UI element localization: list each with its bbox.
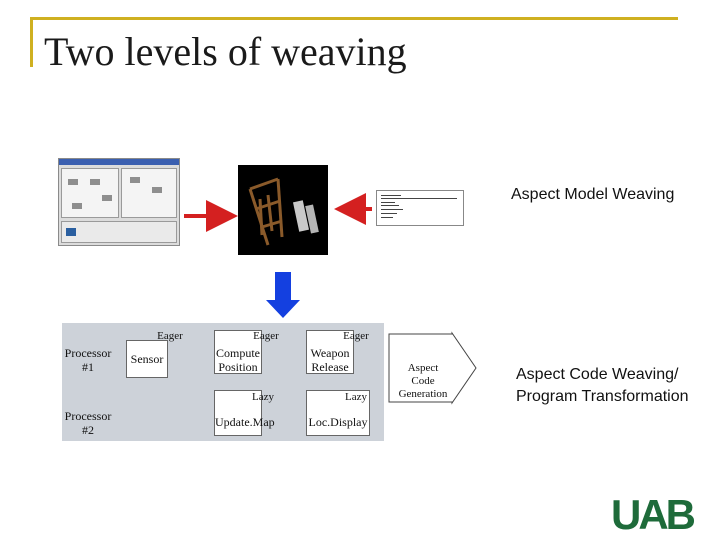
- processor-2-label: Processor #2: [64, 409, 112, 437]
- eager-label-sensor: Eager: [157, 330, 183, 342]
- code-document-thumbnail: [376, 190, 464, 226]
- uab-logo-text: UAB: [611, 494, 695, 532]
- compute-position-node: Compute Position: [214, 330, 262, 374]
- thumb-node: [68, 179, 78, 185]
- eager-label-weapon: Eager: [343, 330, 369, 342]
- thumb-model-pane: [61, 168, 119, 218]
- aspect-model-weaving-label: Aspect Model Weaving: [511, 186, 675, 203]
- thumb-title-bar: [59, 159, 179, 165]
- thumb-node: [72, 203, 82, 209]
- processor-1-label: Processor #1: [64, 346, 112, 374]
- weapon-release-node: Weapon Release: [306, 330, 354, 374]
- aspect-code-weaving-label: Aspect Code Weaving/: [516, 366, 679, 383]
- lazy-label-update: Lazy: [252, 391, 274, 403]
- thumb-node: [152, 187, 162, 193]
- thumb-node: [130, 177, 140, 183]
- thumb-icon: [66, 228, 76, 236]
- slide-title: Two levels of weaving: [44, 29, 407, 74]
- thumb-node: [102, 195, 112, 201]
- sensor-node: Sensor: [126, 340, 168, 378]
- program-transformation-label: Program Transformation: [516, 388, 689, 405]
- lazy-label-loc: Lazy: [345, 391, 367, 403]
- thumb-model-pane-2: [121, 168, 177, 218]
- eager-label-compute: Eager: [253, 330, 279, 342]
- blue-down-arrow: [266, 272, 300, 318]
- uab-logo: UAB: [611, 491, 711, 538]
- loc-display-node: Loc.Display: [306, 390, 370, 436]
- 3d-weapon-render: [238, 165, 328, 255]
- modeling-tool-screenshot: [58, 158, 180, 246]
- hollow-generation-arrow: [388, 331, 477, 405]
- title-rule-left: [30, 17, 33, 67]
- update-map-node: Update.Map: [214, 390, 275, 436]
- thumb-attribute-pane: [61, 221, 177, 243]
- title-rule-top: [30, 17, 678, 20]
- aspect-code-generation-label: Aspect Code Generation: [398, 362, 448, 400]
- thumb-node: [90, 179, 100, 185]
